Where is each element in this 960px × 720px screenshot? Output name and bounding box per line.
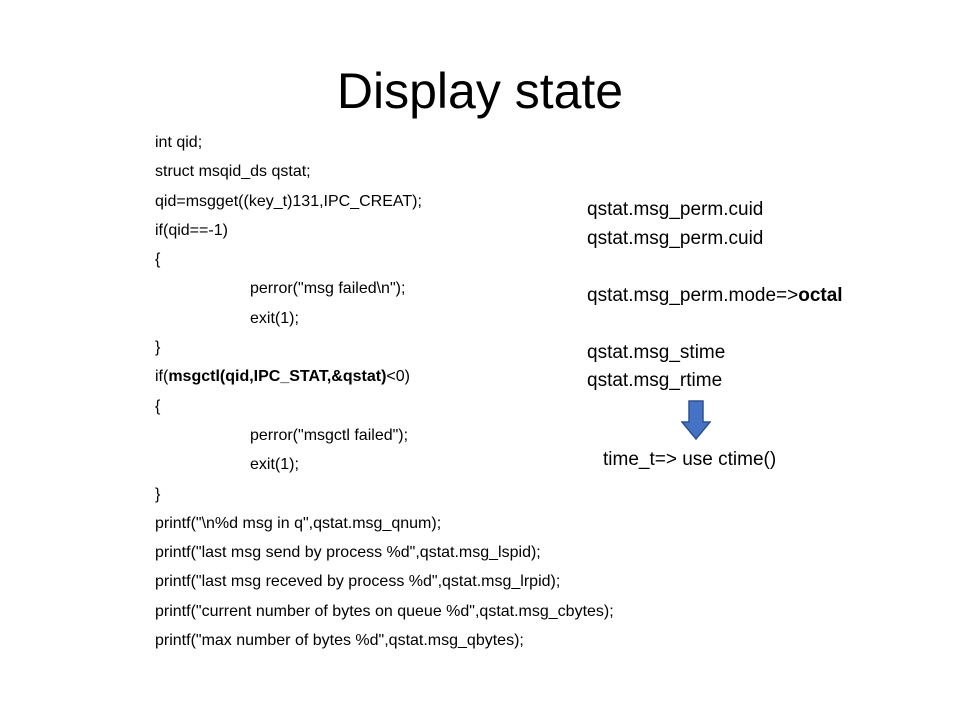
code-line: printf("current number of bytes on queue… — [155, 602, 614, 620]
code-text: <0) — [386, 368, 410, 386]
note-rtime: qstat.msg_rtime — [587, 370, 723, 391]
code-line: { — [155, 397, 161, 415]
code-line: qid=msgget((key_t)131,IPC_CREAT); — [155, 192, 422, 210]
code-line: perror("msgctl failed"); — [250, 426, 409, 444]
note-perm-cuid-2: qstat.msg_perm.cuid — [587, 227, 764, 249]
note-perm-mode-octal: octal — [798, 284, 843, 306]
code-line: } — [155, 339, 161, 357]
down-arrow-icon — [681, 400, 711, 440]
code-line: printf("max number of bytes %d",qstat.ms… — [155, 632, 524, 650]
code-line: if(qid==-1) — [155, 221, 228, 239]
note-spacer — [587, 310, 843, 339]
code-line: } — [155, 485, 161, 503]
code-line: { — [155, 251, 161, 269]
code-line: int qid; — [155, 134, 203, 151]
note-perm-mode: qstat.msg_perm.mode=>octal — [587, 282, 843, 311]
code-line: struct msqid_ds qstat; — [155, 163, 311, 181]
note-stime: qstat.msg_stime — [587, 341, 726, 363]
code-line: exit(1); — [250, 456, 299, 474]
code-block: int qid; struct msqid_ds qstat; qid=msgget… — [155, 128, 614, 655]
code-line: if(msgctl(qid,IPC_STAT,&qstat)<0) — [155, 362, 614, 391]
note-perm-mode-prefix: qstat.msg_perm.mode=> — [587, 284, 799, 306]
code-line: printf("last msg receved by process %d",… — [155, 573, 561, 591]
code-line: printf("\n%d msg in q",qstat.msg_qnum); — [155, 514, 442, 532]
code-line: exit(1); — [250, 309, 299, 327]
field-notes: qstat.msg_perm.cuid qstat.msg_perm.cuid … — [587, 196, 843, 396]
code-text: if( — [155, 368, 169, 386]
code-line: printf("last msg send by process %d",qst… — [155, 544, 541, 562]
slide-title: Display state — [336, 63, 624, 119]
code-text-bold: msgctl(qid,IPC_STAT,&qstat) — [168, 368, 387, 386]
ctime-note: time_t=> use ctime() — [603, 449, 777, 470]
note-spacer — [587, 253, 843, 282]
note-perm-cuid-1: qstat.msg_perm.cuid — [587, 199, 764, 220]
code-line: perror("msg failed\n"); — [250, 280, 406, 298]
